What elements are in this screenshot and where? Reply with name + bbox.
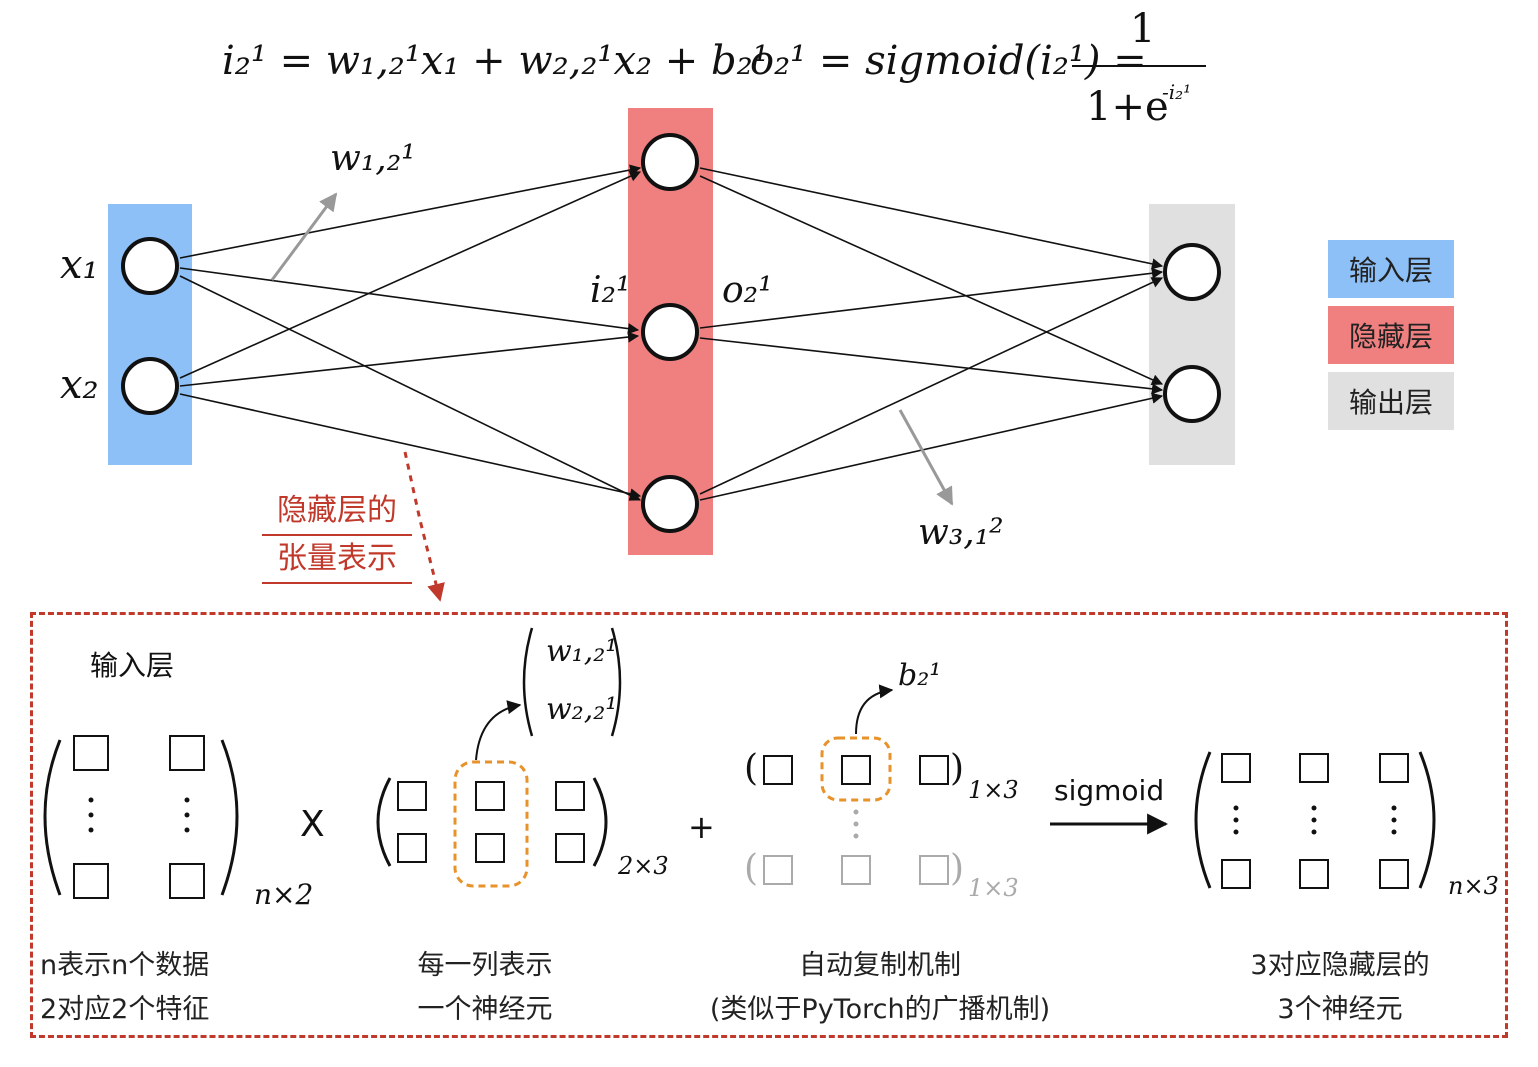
input-neuron-x1 (121, 237, 179, 295)
tensor-annotation-line2: 张量表示 (262, 536, 412, 584)
weight-column-pointer (475, 700, 522, 761)
input-matrix-dim: n×2 (254, 878, 314, 911)
w12-pointer-arrow (270, 192, 338, 281)
weight-note-line1: 每一列表示 (417, 950, 553, 981)
input-matrix-parens (43, 739, 239, 896)
bias-row-dim: 1×3 (968, 776, 1019, 804)
bias-notes: 自动复制机制 (类似于PyTorch的广播机制) (660, 944, 1100, 1032)
plus-sign: + (688, 808, 715, 846)
bias-label: b₂¹ (898, 658, 942, 693)
bias-copy-dim: 1×3 (968, 874, 1019, 902)
sigmoid-fraction-exponent: -i₂¹ (1162, 80, 1192, 104)
bias-row-close-paren: ) (950, 748, 965, 789)
output-matrix-cells (1221, 753, 1409, 889)
input-layer-title: 输入层 (90, 649, 175, 682)
bias-note-line1: 自动复制机制 (799, 950, 961, 981)
weight-column-vector-parens (522, 627, 622, 737)
output-neuron-2 (1163, 365, 1221, 423)
weight-column-highlight (453, 760, 529, 888)
bias-copy-row-cells (763, 855, 949, 885)
output-note-line1: 3对应隐藏层的 (1250, 950, 1430, 981)
output-neuron-1 (1163, 243, 1221, 301)
weight-note-line2: 一个神经元 (417, 994, 553, 1025)
output-matrix-dots (1233, 805, 1397, 835)
weight-matrix-parens (376, 777, 608, 867)
input-label-x1: x₁ (60, 242, 99, 288)
weight-column-bottom: w₂,₂¹ (546, 692, 618, 727)
input-neuron-x2 (121, 357, 179, 415)
input-note-line2: 2对应2个特征 (40, 994, 210, 1025)
hidden-neuron-1 (641, 133, 699, 191)
weight-notes: 每一列表示 一个神经元 (380, 944, 590, 1032)
hidden-input-label-i2: i₂¹ (590, 270, 631, 311)
input-note-line1: n表示n个数据 (40, 950, 210, 981)
output-matrix-parens (1194, 751, 1436, 889)
bias-copy-dots (853, 809, 859, 839)
input-hidden-connections (179, 164, 642, 501)
legend-output-layer: 输出层 (1328, 372, 1454, 430)
output-matrix-dim: n×3 (1448, 872, 1499, 900)
weight-matrix-cells (397, 781, 585, 863)
output-notes: 3对应隐藏层的 3个神经元 (1210, 944, 1470, 1032)
multiply-sign: X (300, 804, 325, 845)
sigmoid-label: sigmoid (1054, 774, 1165, 807)
hidden-output-label-o2: o₂¹ (722, 270, 773, 311)
weight-matrix-dim: 2×3 (618, 852, 669, 880)
hidden-output-connections (699, 167, 1164, 501)
sigmoid-fraction-numerator: 1 (1130, 6, 1156, 52)
legend-input-layer: 输入层 (1328, 240, 1454, 298)
hidden-input-formula: i₂¹ = w₁,₂¹x₁ + w₂,₂¹x₂ + b₂¹ (222, 38, 769, 84)
w31-pointer-arrow (898, 409, 954, 506)
tensor-annotation: 隐藏层的 张量表示 (262, 488, 412, 584)
bias-element-highlight (820, 736, 892, 802)
sigmoid-fraction-denominator: 1+e (1086, 84, 1169, 130)
weight-label-w31: w₃,₁² (918, 512, 1004, 553)
hidden-neuron-2 (641, 303, 699, 361)
input-matrix-cells (73, 735, 205, 899)
bias-element-pointer (855, 684, 894, 735)
annotation-pointer-arrow (403, 451, 445, 602)
weight-column-top: w₁,₂¹ (546, 634, 618, 669)
input-matrix-dots (88, 797, 190, 833)
hidden-output-formula: o₂¹ = sigmoid(i₂¹) = (750, 38, 1147, 84)
legend-hidden-layer: 隐藏层 (1328, 306, 1454, 364)
bias-note-line2: (类似于PyTorch的广播机制) (709, 994, 1051, 1025)
bias-copy-open-paren: ( (744, 848, 759, 889)
bias-row-cells (763, 755, 949, 785)
bias-row-open-paren: ( (744, 748, 759, 789)
hidden-neuron-3 (641, 475, 699, 533)
tensor-annotation-line1: 隐藏层的 (262, 488, 412, 536)
weight-label-w12: w₁,₂¹ (330, 138, 416, 179)
input-label-x2: x₂ (60, 362, 99, 408)
tensor-representation-frame (30, 612, 1508, 1038)
input-notes: n表示n个数据 2对应2个特征 (40, 944, 270, 1032)
bias-copy-close-paren: ) (950, 848, 965, 889)
output-note-line2: 3个神经元 (1277, 994, 1403, 1025)
